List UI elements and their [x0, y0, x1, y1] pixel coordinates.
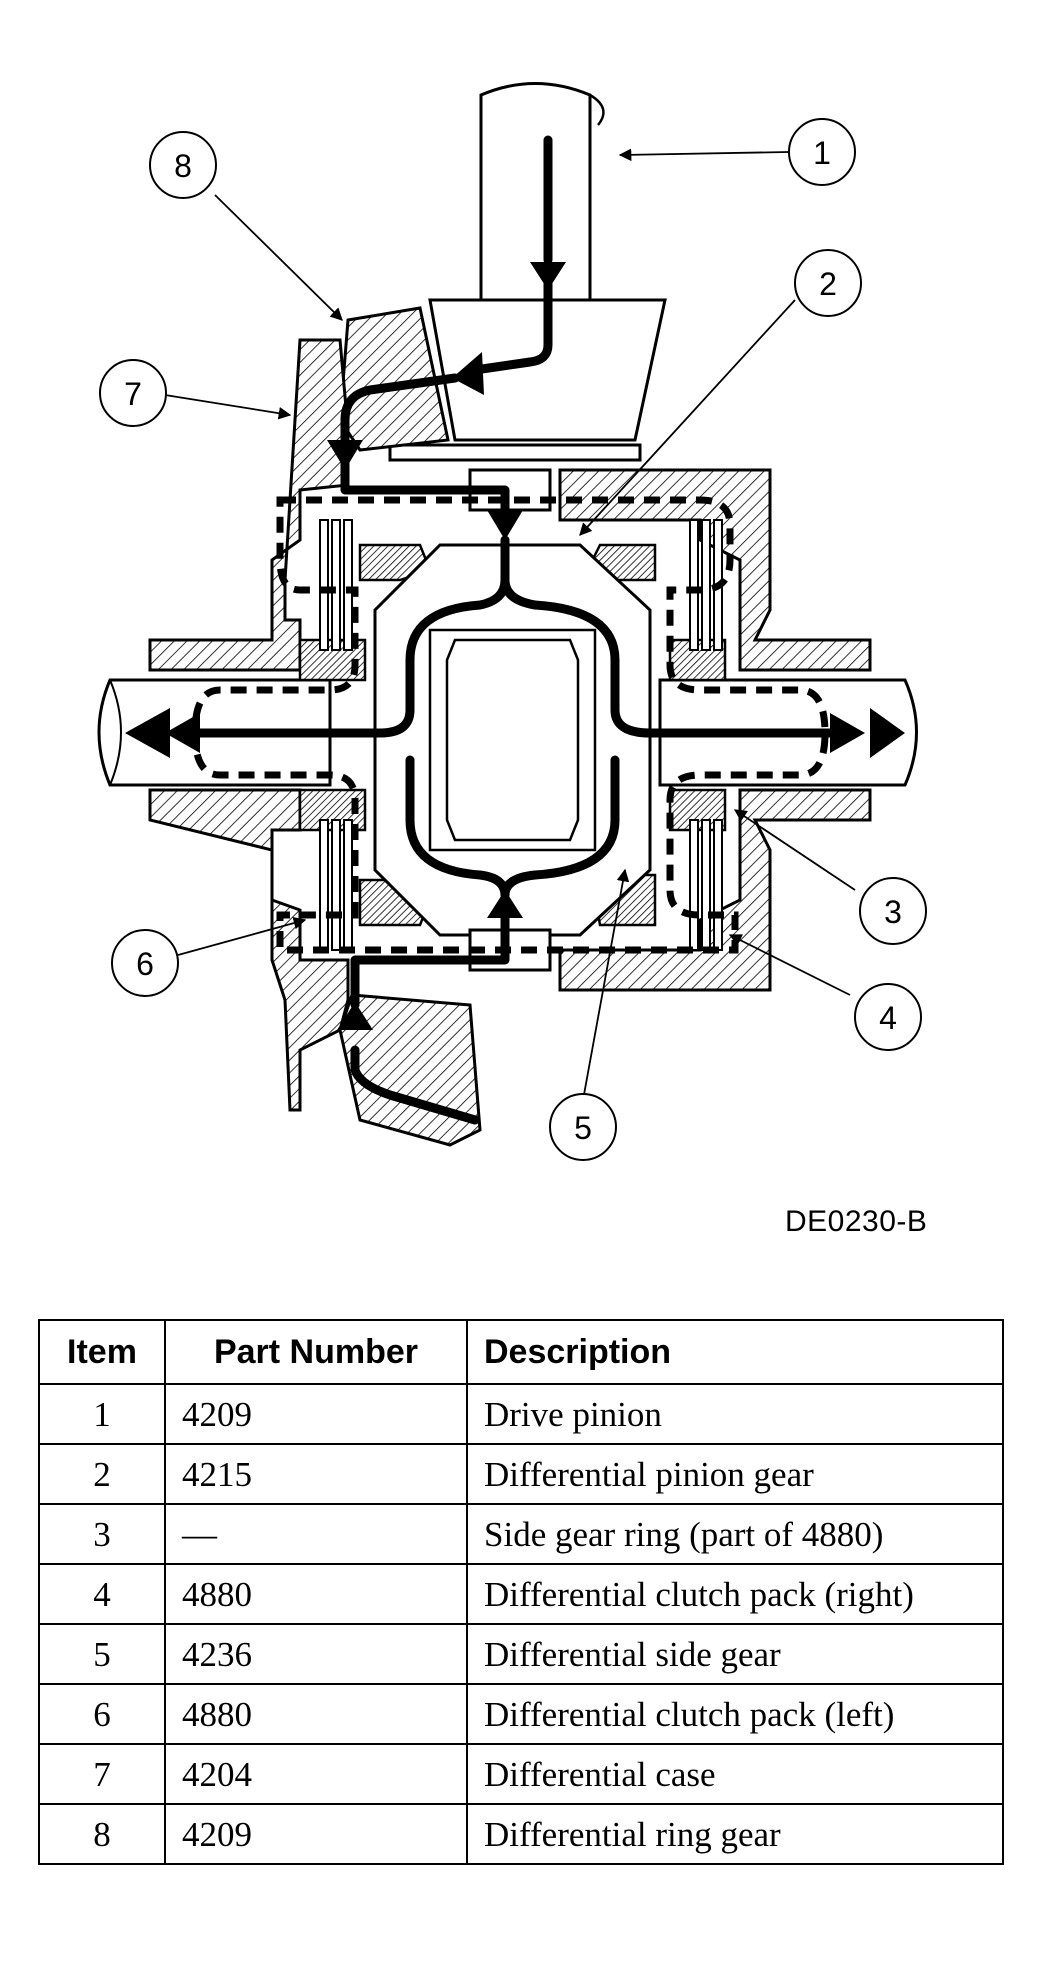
table-row: 6 4880 Differential clutch pack (left) [38, 1683, 1004, 1745]
item-cell: 7 [38, 1743, 166, 1805]
item-cell: 1 [38, 1383, 166, 1445]
parts-table: Item Part Number Description 1 4209 Driv… [38, 1319, 1004, 1865]
table-header-row: Item Part Number Description [38, 1319, 1004, 1385]
part-number-cell: 4209 [164, 1383, 468, 1445]
callout-2: 2 [794, 249, 862, 317]
figure-code: DE0230-B [785, 1205, 928, 1238]
drive-pinion [388, 82, 667, 462]
table-row: 7 4204 Differential case [38, 1743, 1004, 1805]
part-number-cell: — [164, 1503, 468, 1565]
header-part-number: Part Number [164, 1319, 468, 1385]
part-number-cell: 4880 [164, 1683, 468, 1745]
torque-flow-dashed [191, 496, 829, 954]
svg-text:5: 5 [574, 1110, 592, 1146]
side-gear [373, 468, 652, 972]
torque-flow-arrowheads [125, 262, 905, 1030]
description-cell: Differential clutch pack (right) [466, 1563, 1004, 1625]
callout-7: 7 [99, 359, 167, 427]
svg-text:8: 8 [174, 148, 192, 184]
callout-1: 1 [788, 118, 856, 186]
callout-3: 3 [859, 877, 927, 945]
item-cell: 3 [38, 1503, 166, 1565]
callout-5: 5 [549, 1093, 617, 1161]
table-row: 1 4209 Drive pinion [38, 1383, 1004, 1445]
item-cell: 2 [38, 1443, 166, 1505]
table-row: 5 4236 Differential side gear [38, 1623, 1004, 1685]
table-row: 2 4215 Differential pinion gear [38, 1443, 1004, 1505]
svg-text:6: 6 [136, 946, 154, 982]
description-cell: Side gear ring (part of 4880) [466, 1503, 1004, 1565]
description-cell: Differential pinion gear [466, 1443, 1004, 1505]
header-item: Item [38, 1319, 166, 1385]
part-number-cell: 4215 [164, 1443, 468, 1505]
table-row: 4 4880 Differential clutch pack (right) [38, 1563, 1004, 1625]
description-cell: Differential clutch pack (left) [466, 1683, 1004, 1745]
clutch-packs [319, 519, 723, 951]
description-cell: Differential ring gear [466, 1803, 1004, 1865]
differential-cutaway-diagram: 1 2 3 4 5 6 7 8 [97, 82, 927, 1161]
callout-4: 4 [854, 983, 922, 1051]
svg-text:1: 1 [813, 135, 831, 171]
part-number-cell: 4204 [164, 1743, 468, 1805]
svg-text:2: 2 [819, 266, 837, 302]
callout-6: 6 [111, 929, 179, 997]
header-description: Description [466, 1319, 1004, 1385]
item-cell: 4 [38, 1563, 166, 1625]
torque-flow-solid [195, 135, 835, 1125]
svg-text:3: 3 [884, 894, 902, 930]
item-cell: 8 [38, 1803, 166, 1865]
part-number-cell: 4880 [164, 1563, 468, 1625]
svg-text:4: 4 [879, 1000, 897, 1036]
description-cell: Differential side gear [466, 1623, 1004, 1685]
table-row: 3 — Side gear ring (part of 4880) [38, 1503, 1004, 1565]
svg-text:7: 7 [124, 376, 142, 412]
item-cell: 6 [38, 1683, 166, 1745]
part-number-cell: 4236 [164, 1623, 468, 1685]
item-cell: 5 [38, 1623, 166, 1685]
part-number-cell: 4209 [164, 1803, 468, 1865]
leader-lines [164, 148, 856, 1101]
description-cell: Differential case [466, 1743, 1004, 1805]
description-cell: Drive pinion [466, 1383, 1004, 1445]
table-row: 8 4209 Differential ring gear [38, 1803, 1004, 1865]
callout-8: 8 [149, 131, 217, 199]
